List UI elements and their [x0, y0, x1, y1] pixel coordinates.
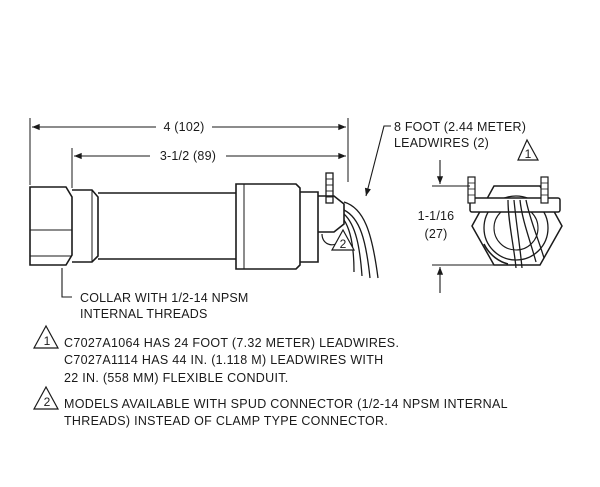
note-1-marker-number: 1 — [525, 147, 532, 161]
sensor-side-view — [29, 172, 379, 279]
note-1-line1: C7027A1064 HAS 24 FOOT (7.32 METER) LEAD… — [64, 336, 399, 350]
note-1-number: 1 — [44, 334, 51, 348]
sensor-end-view — [467, 176, 563, 269]
note-2-line2: THREADS) INSTEAD OF CLAMP TYPE CONNECTOR… — [64, 414, 388, 428]
collar-label-line1: COLLAR WITH 1/2-14 NPSM — [80, 291, 249, 305]
leadwires-label-line2: LEADWIRES (2) — [394, 136, 489, 150]
note-1-marker: 1 — [517, 138, 540, 161]
leadwires-callout: 8 FOOT (2.44 METER) LEADWIRES (2) 1 — [364, 120, 540, 197]
height-mm-label: (27) — [424, 227, 447, 241]
body-length-dimension: 3-1/2 (89) — [74, 149, 346, 163]
note-2-line1: MODELS AVAILABLE WITH SPUD CONNECTOR (1/… — [64, 397, 508, 411]
collar-callout: COLLAR WITH 1/2-14 NPSM INTERNAL THREADS — [61, 268, 249, 321]
body-length-label: 3-1/2 (89) — [160, 149, 216, 163]
extension-lines — [29, 118, 349, 188]
note-1-line3: 22 IN. (558 MM) FLEXIBLE CONDUIT. — [64, 371, 289, 385]
note-1: 1 C7027A1064 HAS 24 FOOT (7.32 METER) LE… — [32, 324, 399, 385]
height-dimension: 1-1/16 (27) — [418, 160, 494, 293]
collar-label-line2: INTERNAL THREADS — [80, 307, 208, 321]
note-2-marker-number: 2 — [340, 237, 347, 251]
note-1-line2: C7027A1114 HAS 44 IN. (1.118 M) LEADWIRE… — [64, 353, 383, 367]
leadwires-label-line1: 8 FOOT (2.44 METER) — [394, 120, 526, 134]
overall-length-label: 4 (102) — [163, 120, 204, 134]
note-2-number: 2 — [44, 395, 51, 409]
note-2-marker: 2 — [330, 228, 356, 251]
height-inch-label: 1-1/16 — [418, 209, 455, 223]
overall-length-dimension: 4 (102) — [31, 120, 346, 134]
note-2: 2 MODELS AVAILABLE WITH SPUD CONNECTOR (… — [32, 385, 508, 428]
